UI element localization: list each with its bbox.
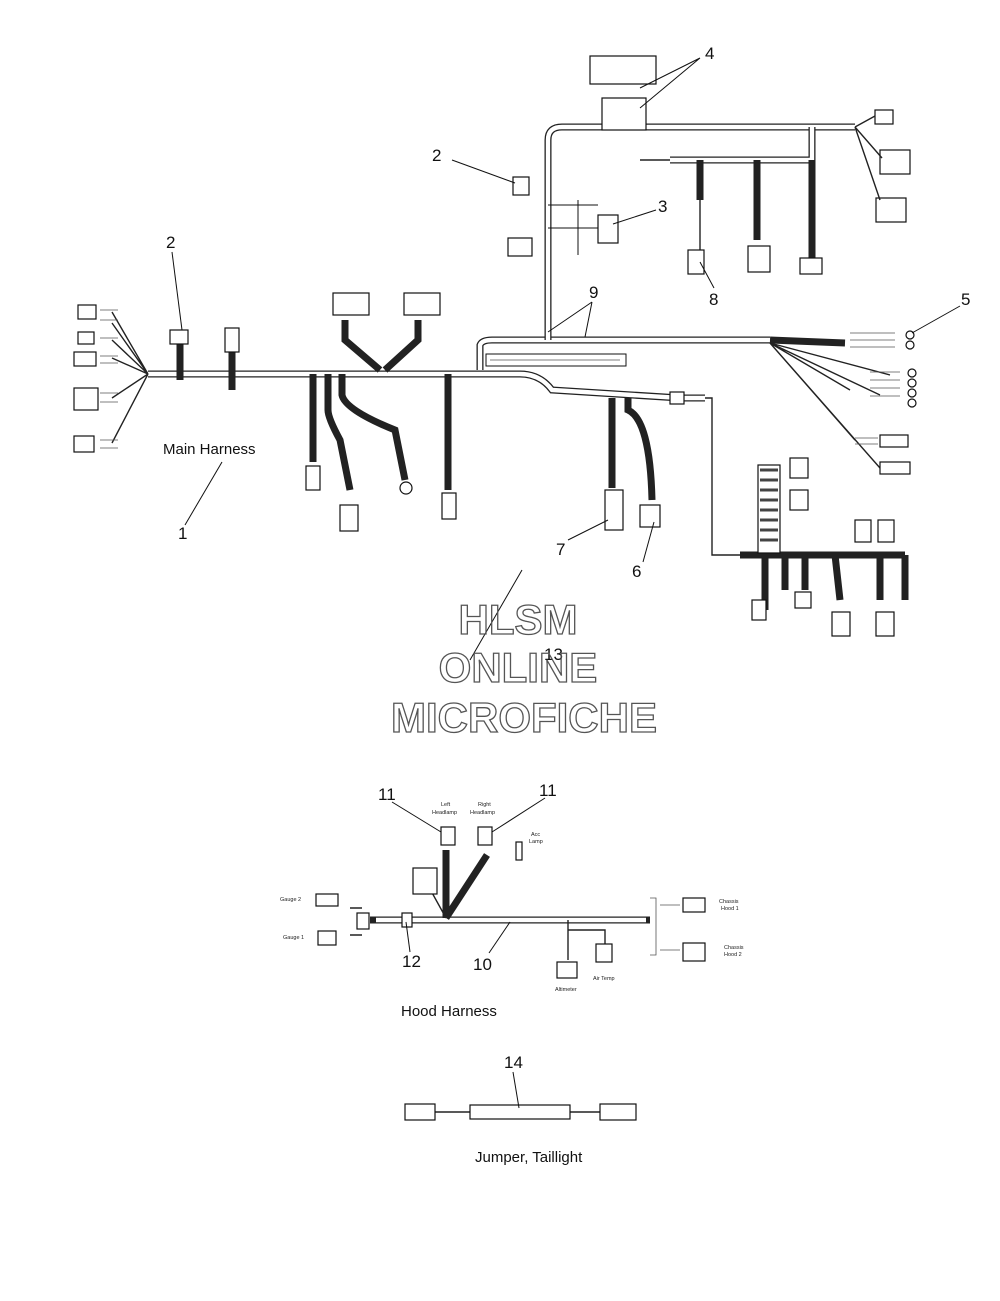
- callout-2-top: 2: [432, 146, 441, 165]
- gauge-2-label: Gauge 2: [280, 897, 301, 903]
- chassis-hood-2-label-2: Hood 2: [724, 952, 742, 958]
- right-headlamp-label-1: Right: [478, 802, 491, 808]
- hood-harness-label: Hood Harness: [401, 1003, 497, 1020]
- jumper-taillight: [404, 1103, 637, 1121]
- chassis-hood-1-label-2: Hood 1: [721, 906, 739, 912]
- callout-4: 4: [705, 44, 714, 63]
- right-headlamp-label-2: Headlamp: [470, 810, 495, 816]
- callout-11-right: 11: [539, 781, 557, 800]
- air-temp-label: Air Temp: [593, 976, 615, 982]
- main-harness: [73, 55, 917, 637]
- acc-lamp-label-2: Lamp: [529, 839, 543, 845]
- acc-lamp-label-1: Acc: [531, 832, 540, 838]
- callout-3: 3: [658, 197, 667, 216]
- callout-6: 6: [632, 562, 641, 581]
- watermark-line-1: HLSM: [459, 596, 578, 643]
- left-headlamp-label-1: Left: [441, 802, 451, 808]
- main-harness-label: Main Harness: [163, 441, 256, 458]
- leader-lines: [171, 57, 961, 1109]
- callout-12: 12: [402, 952, 421, 971]
- section-labels: Main Harness Hood Harness Jumper, Tailli…: [163, 441, 583, 1166]
- callout-10: 10: [473, 955, 492, 974]
- jumper-taillight-label: Jumper, Taillight: [475, 1149, 583, 1166]
- gauge-1-label: Gauge 1: [283, 935, 304, 941]
- callout-2-left: 2: [166, 233, 175, 252]
- altimeter-label: Altimeter: [555, 987, 577, 993]
- watermark-line-2: ONLINE: [439, 644, 598, 691]
- left-headlamp-label-2: Headlamp: [432, 810, 457, 816]
- callout-13: 13: [544, 645, 563, 664]
- callout-7: 7: [556, 540, 565, 559]
- callout-1: 1: [178, 524, 187, 543]
- callouts: 1 2 2 3 4 5 6 7 8 9 10 11 11 12 13 14: [166, 44, 970, 1072]
- chassis-hood-2-label-1: Chassis: [724, 945, 744, 951]
- watermark: HLSM ONLINE MICROFICHE: [390, 595, 657, 741]
- callout-5: 5: [961, 290, 970, 309]
- callout-9: 9: [589, 283, 598, 302]
- callout-14: 14: [504, 1053, 523, 1072]
- wire-labels: [100, 309, 900, 449]
- callout-11-left: 11: [378, 785, 396, 804]
- watermark-line-3: MICROFICHE: [391, 694, 657, 741]
- chassis-hood-1-label-1: Chassis: [719, 899, 739, 905]
- hood-harness: Gauge 2 Gauge 1 Left Headlamp Right Head…: [280, 802, 744, 993]
- callout-8: 8: [709, 290, 718, 309]
